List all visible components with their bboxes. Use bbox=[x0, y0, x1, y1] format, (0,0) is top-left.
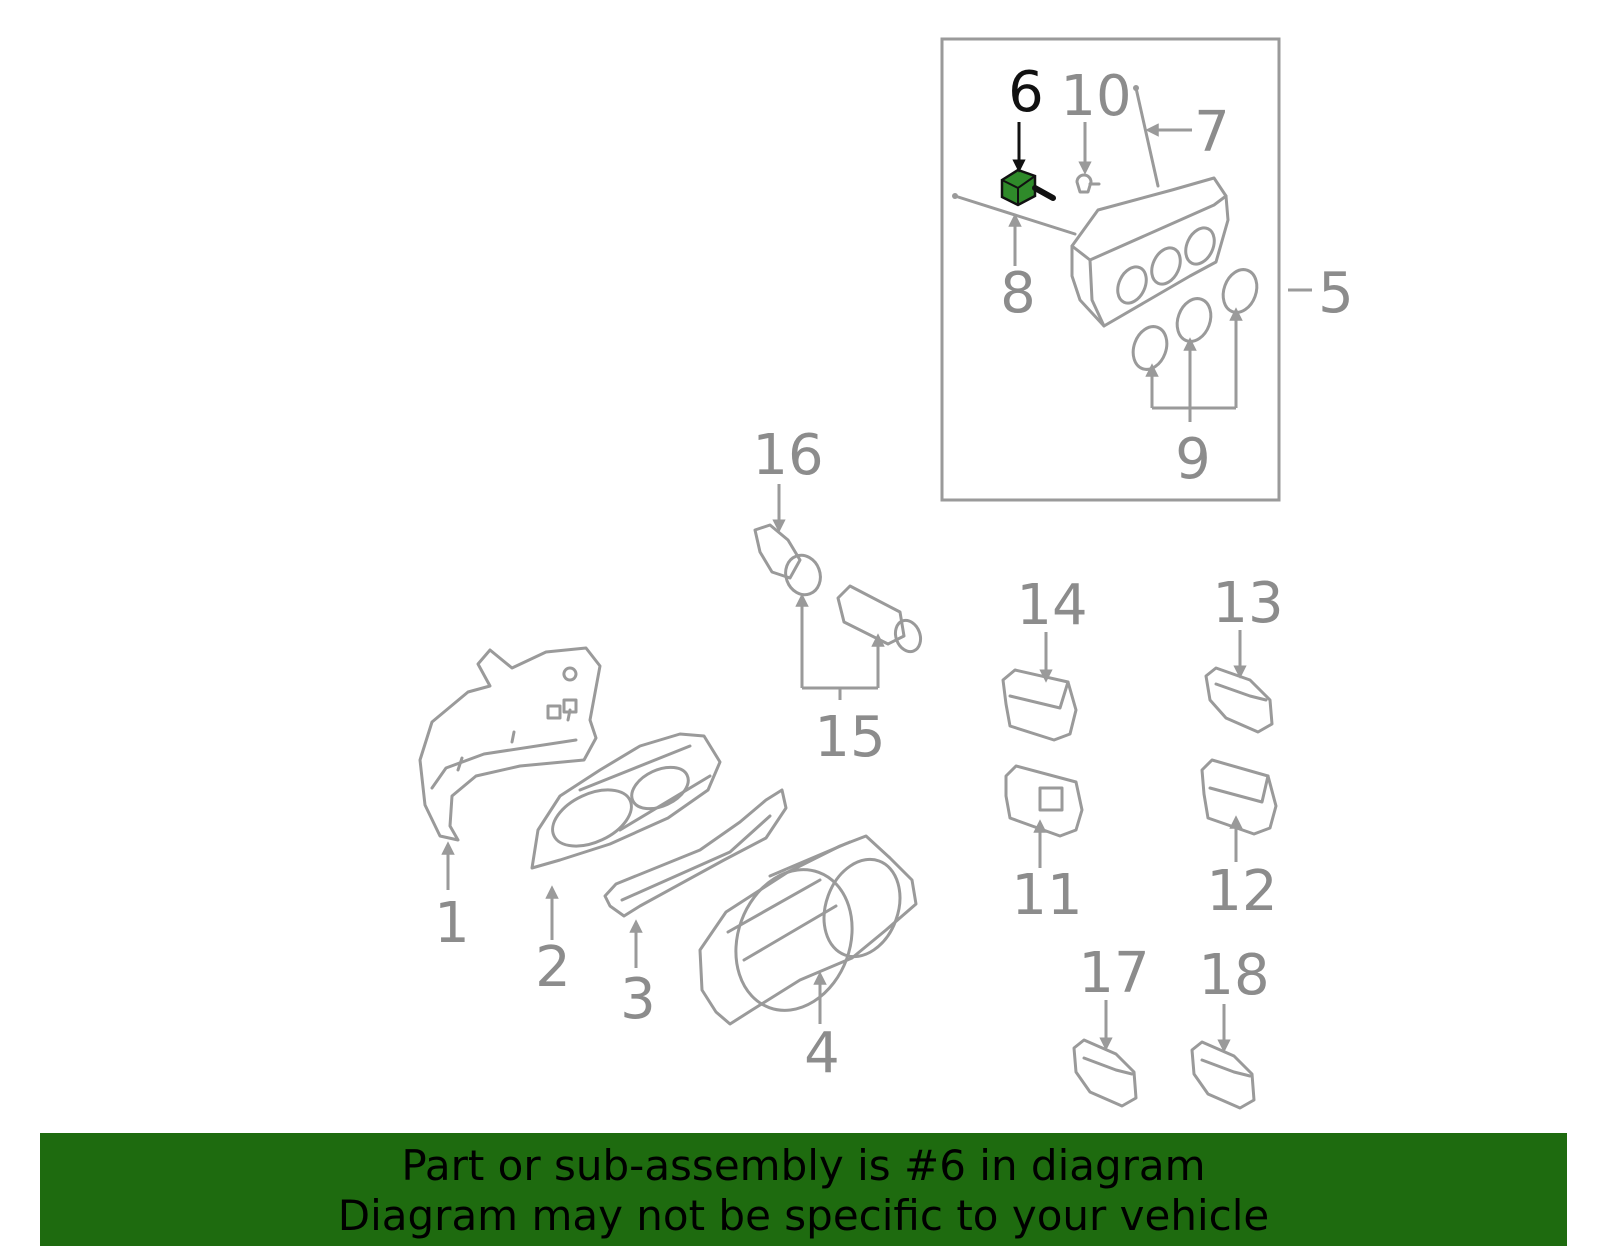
callout-13: 13 bbox=[1212, 571, 1283, 636]
part-3-lens-strip bbox=[603, 788, 788, 918]
callout-5: 5 bbox=[1318, 261, 1354, 326]
part-12-switch bbox=[1200, 758, 1278, 836]
part-5-control-unit bbox=[1070, 176, 1230, 328]
callout-7: 7 bbox=[1194, 100, 1230, 165]
callout-9: 9 bbox=[1175, 427, 1211, 492]
callout-17: 17 bbox=[1078, 941, 1149, 1006]
part-1-cluster-housing bbox=[418, 646, 602, 842]
callout-15: 15 bbox=[814, 705, 885, 770]
callout-1: 1 bbox=[434, 891, 470, 956]
inset-box bbox=[940, 37, 1281, 502]
part-16-lighter bbox=[753, 523, 822, 597]
part-15-socket bbox=[836, 584, 923, 654]
part-17-switch bbox=[1072, 1038, 1138, 1108]
part-18-switch bbox=[1190, 1040, 1256, 1110]
part-10-screw bbox=[1075, 173, 1101, 194]
callout-14: 14 bbox=[1016, 573, 1087, 638]
callout-2: 2 bbox=[535, 935, 571, 1000]
banner-line-2: Diagram may not be specific to your vehi… bbox=[337, 1191, 1270, 1240]
banner-line-1: Part or sub-assembly is #6 in diagram bbox=[401, 1141, 1206, 1190]
callout-3: 3 bbox=[620, 967, 656, 1032]
part-11-switch bbox=[1004, 764, 1084, 838]
part-4-cluster-mask bbox=[698, 834, 918, 1026]
part-6-highlighted[interactable] bbox=[1000, 168, 1056, 207]
callout-8: 8 bbox=[1000, 261, 1036, 326]
callout-12: 12 bbox=[1206, 859, 1277, 924]
part-14-switch bbox=[1001, 668, 1078, 742]
callout-16: 16 bbox=[752, 423, 823, 488]
info-banner: Part or sub-assembly is #6 in diagram Di… bbox=[40, 1133, 1567, 1246]
part-13-switch bbox=[1204, 666, 1274, 734]
callout-4: 4 bbox=[804, 1021, 840, 1086]
callout-6: 6 bbox=[1008, 60, 1044, 125]
callout-11: 11 bbox=[1011, 863, 1082, 928]
part-7-cable bbox=[1133, 85, 1160, 188]
part-2-gauge-carrier bbox=[530, 732, 722, 870]
callout-18: 18 bbox=[1198, 943, 1269, 1008]
callout-10: 10 bbox=[1060, 64, 1131, 129]
